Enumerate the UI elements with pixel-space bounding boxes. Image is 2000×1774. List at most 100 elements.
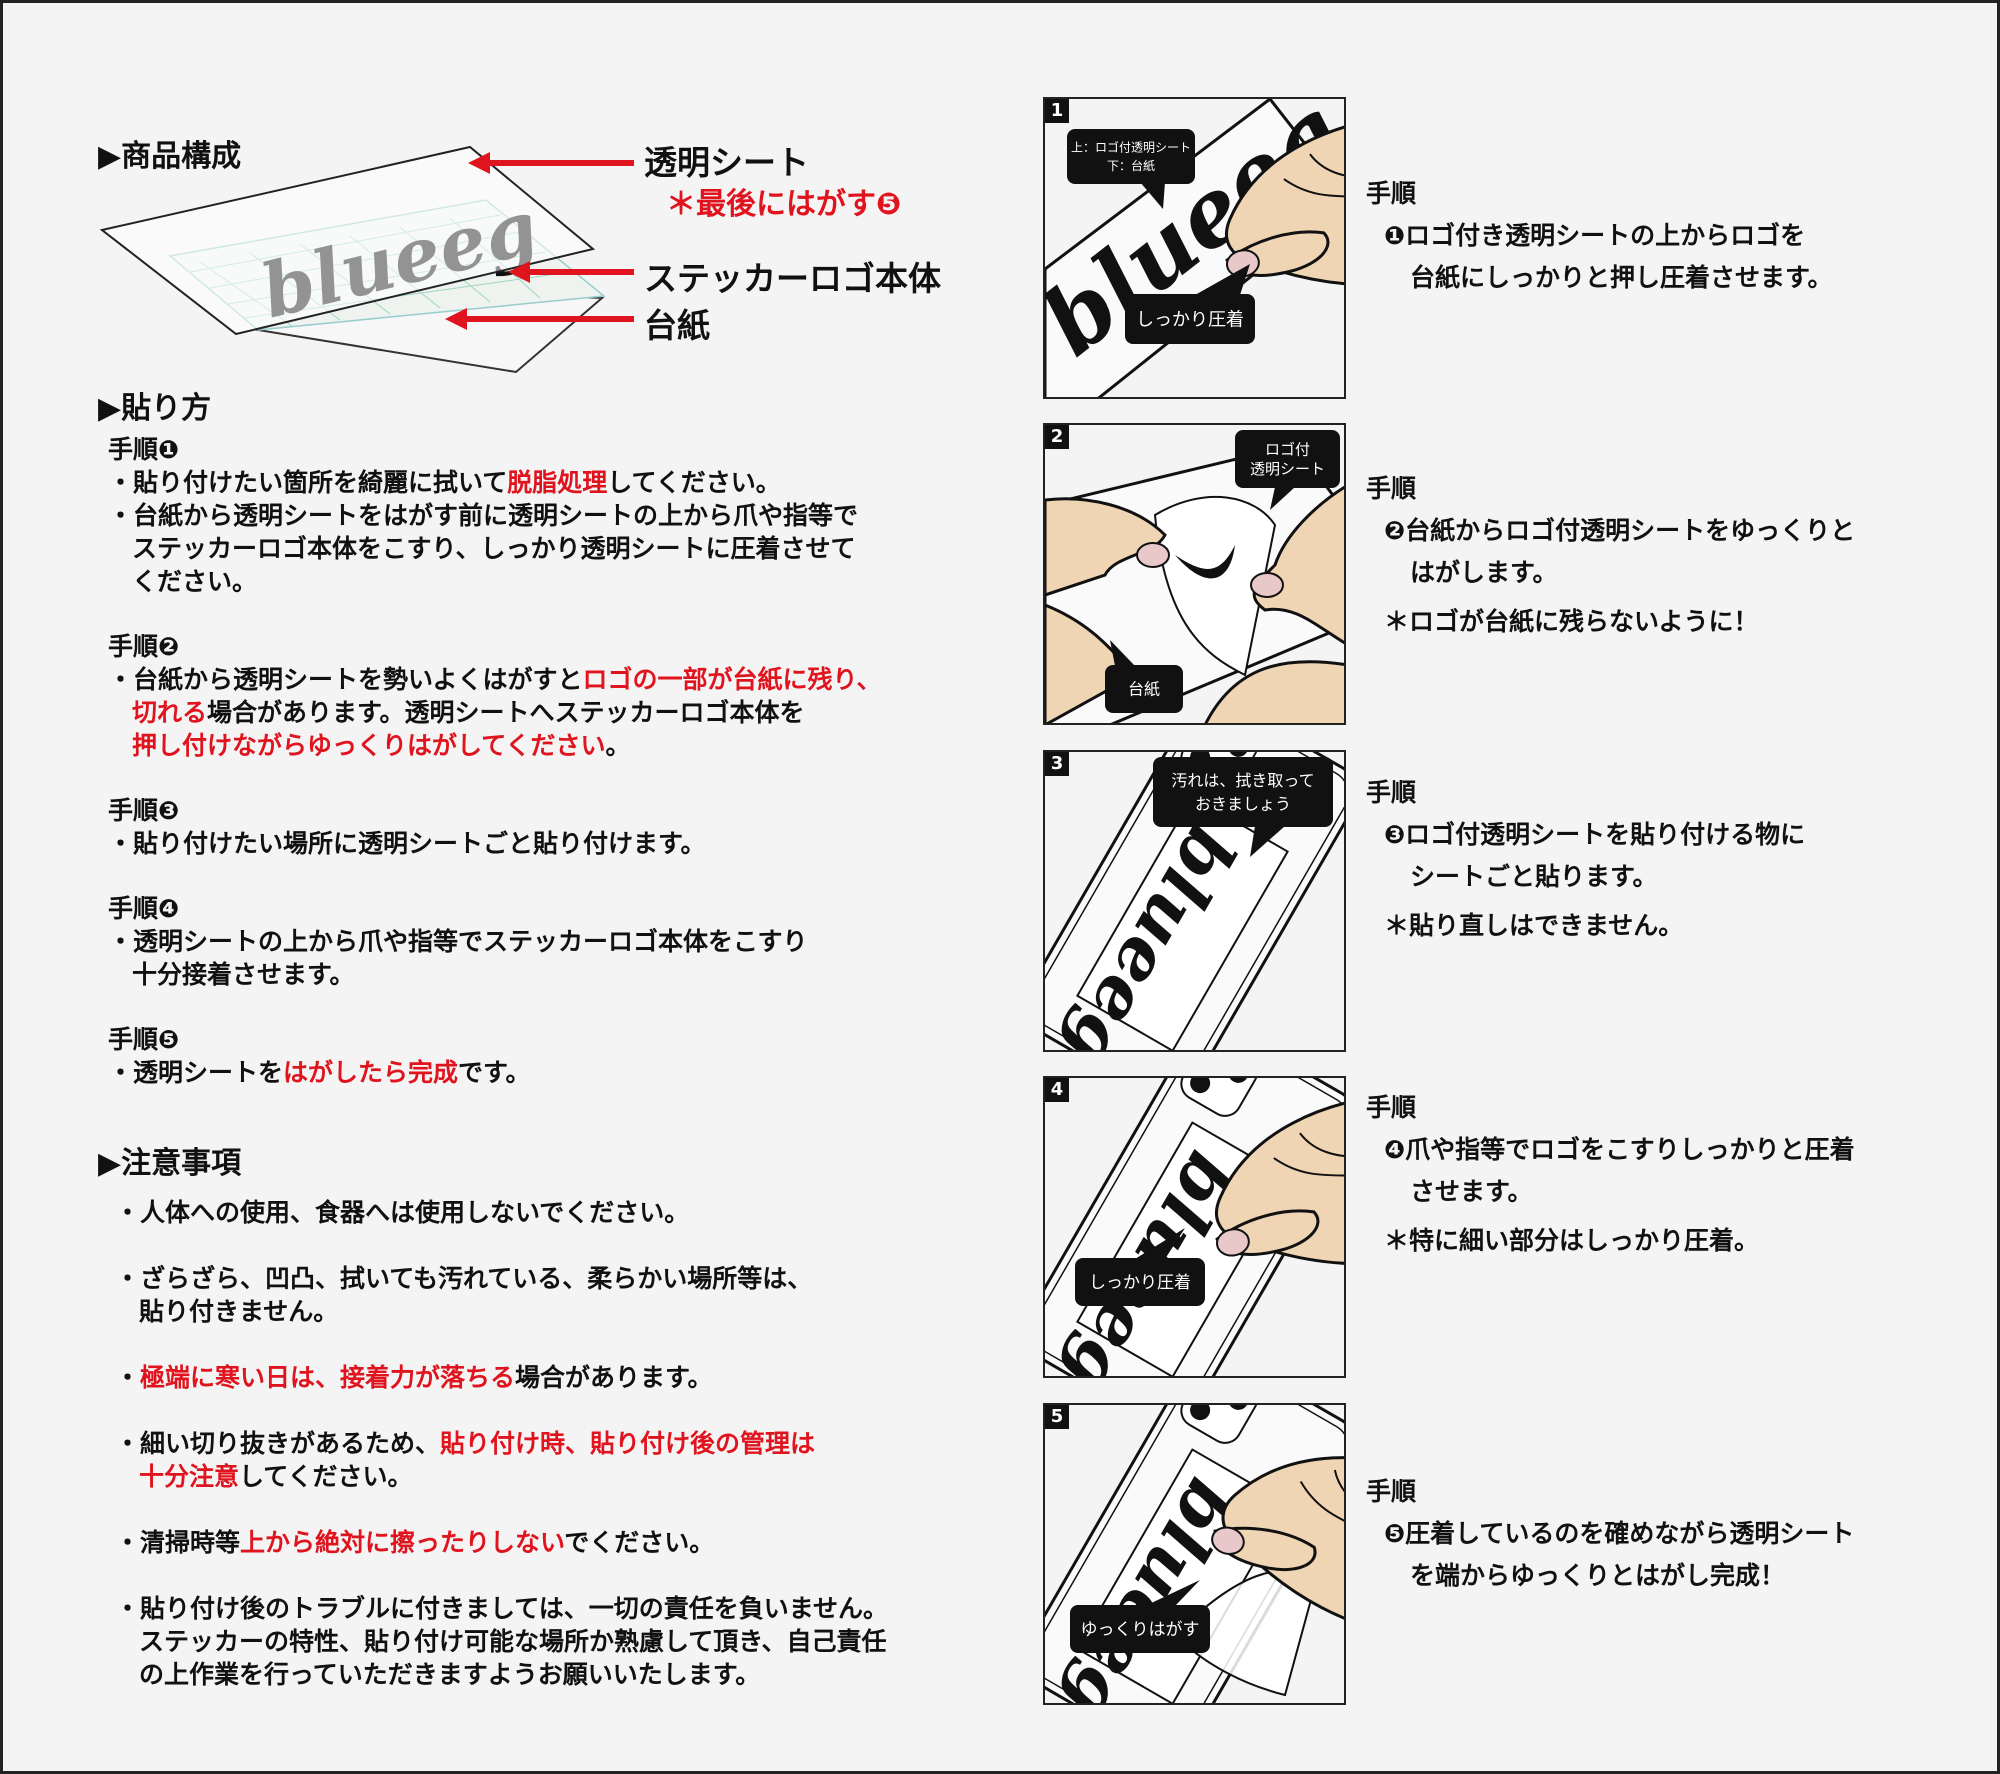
logo-fragment: [1175, 545, 1235, 579]
highlight-text: 貼り付け時、貼り付け後の管理は: [440, 1429, 816, 1458]
text-segment: してください。: [607, 468, 781, 497]
text-segment: ・貼り付けたい場所に透明シートごと貼り付けます。: [108, 829, 706, 858]
text-line: ・清掃時等上から絶対に擦ったりしないでください。: [115, 1526, 995, 1559]
text-segment: ・透明シートの上から爪や指等でステッカーロゴ本体をこすり: [108, 927, 808, 956]
step-text-line: シートごと貼ります。: [1410, 862, 1658, 891]
text-segment: ください。: [132, 567, 258, 596]
step-text-line: ❸ロゴ付透明シートを貼り付ける物に: [1384, 820, 1806, 849]
text-line: ・台紙から透明シートを勢いよくはがすとロゴの一部が台紙に残り、: [108, 663, 988, 696]
bubble-text: 汚れは、拭き取って: [1171, 771, 1314, 790]
apply-step-1: 手順❶・貼り付けたい箇所を綺麗に拭いて脱脂処理してください。・台紙から透明シート…: [108, 433, 988, 598]
label-arrows: [445, 152, 634, 330]
step-panel-4: blueeg しっかり圧着 4: [1043, 1076, 1346, 1378]
text-segment: 場合があります。: [515, 1363, 713, 1392]
camera-icon: [1180, 1405, 1259, 1444]
step-heading: 手順: [1366, 474, 1417, 503]
text-line: ・ざらざら、凹凸、拭いても汚れている、柔らかい場所等は、: [115, 1262, 995, 1295]
left-hand-illustration: [1045, 497, 1170, 723]
hand-illustration: [1215, 1092, 1344, 1266]
step-panel-2: ロゴ付透明シート台紙 2: [1043, 423, 1346, 725]
step-heading: 手順❷: [108, 632, 180, 661]
panel-illustration: blueeg ゆっくりはがす: [1045, 1405, 1344, 1703]
panel-number: 2: [1045, 425, 1069, 449]
text-segment: ・台紙から透明シートをはがす前に透明シートの上から爪や指等で: [108, 501, 859, 530]
camera-icon: [1180, 1078, 1259, 1117]
step-heading: 手順❸: [108, 796, 180, 825]
text-line: ・透明シートの上から爪や指等でステッカーロゴ本体をこすり: [108, 925, 988, 958]
text-segment: ・: [115, 1363, 141, 1392]
step-text-line: ❶ロゴ付き透明シートの上からロゴを: [1384, 221, 1806, 250]
caution-item: ・極端に寒い日は、接着力が落ちる場合があります。: [115, 1361, 995, 1394]
step-heading: 手順: [1366, 1477, 1417, 1506]
apply-step-3: 手順❸ ・貼り付けたい場所に透明シートごと貼り付けます。: [108, 794, 988, 860]
text-segment: ・細い切り抜きがあるため、: [115, 1429, 441, 1458]
text-segment: ステッカーの特性、貼り付け可能な場所か熟慮して頂き、自己責任: [139, 1627, 887, 1656]
apply-step-4: 手順❹ ・透明シートの上から爪や指等でステッカーロゴ本体をこすり十分接着させます。: [108, 892, 988, 991]
hand-illustration: [1225, 113, 1344, 287]
step-panel-5: blueeg ゆっくりはがす 5: [1043, 1403, 1346, 1705]
text-line: ・透明シートをはがしたら完成です。: [108, 1056, 988, 1089]
bubble-text: 台紙: [1128, 680, 1160, 699]
text-segment: ・台紙から透明シートを勢いよくはがすと: [108, 665, 583, 694]
bubble-text: 上：ロゴ付透明シート: [1071, 140, 1191, 155]
apply-step-5: 手順❺・透明シートをはがしたら完成です。: [108, 1023, 988, 1089]
text-line: ステッカーの特性、貼り付け可能な場所か熟慮して頂き、自己責任: [115, 1625, 995, 1658]
speech-bubble: 台紙: [1105, 640, 1183, 713]
text-line: ・極端に寒い日は、接着力が落ちる場合があります。: [115, 1361, 995, 1394]
panel-number: 3: [1045, 752, 1069, 776]
text-segment: の上作業を行っていただきますようお願いいたします。: [139, 1660, 761, 1689]
peeled-sheet: [1153, 495, 1277, 677]
text-line: 貼り付きません。: [115, 1295, 995, 1328]
step-text-line: ❺圧着しているのを確めながら透明シート: [1384, 1519, 1855, 1548]
step-heading: 手順❹: [108, 894, 180, 923]
label-transparent-sheet: 透明シート: [644, 143, 809, 182]
bubble-text: しっかり圧着: [1136, 309, 1244, 330]
caution-list: ・人体への使用、食器へは使用しないでください。・ざらざら、凹凸、拭いても汚れてい…: [115, 1196, 995, 1724]
caution-item: ・貼り付け後のトラブルに付きましては、一切の責任を負いません。ステッカーの特性、…: [115, 1592, 995, 1691]
caution-item: ・清掃時等上から絶対に擦ったりしないでください。: [115, 1526, 995, 1559]
speech-bubble: しっかり圧着: [1125, 264, 1255, 344]
text-segment: ・ざらざら、凹凸、拭いても汚れている、柔らかい場所等は、: [115, 1264, 813, 1293]
text-segment: 十分接着させます。: [132, 960, 355, 989]
bubble-text: ロゴ付: [1265, 441, 1310, 459]
step-note: ＊特に細い部分はしっかり圧着。: [1384, 1226, 1760, 1255]
highlight-text: 上から絶対に擦ったりしない: [240, 1528, 565, 1557]
panel-number: 4: [1045, 1078, 1069, 1102]
text-line: ・人体への使用、食器へは使用しないでください。: [115, 1196, 995, 1229]
step-text-line: ❹爪や指等でロゴをこすりしっかりと圧着: [1384, 1135, 1855, 1164]
step-text-line: 台紙にしっかりと押し圧着させます。: [1410, 263, 1833, 292]
step-note: ＊貼り直しはできません。: [1384, 911, 1684, 940]
text-line: 十分接着させます。: [108, 958, 988, 991]
text-segment: ステッカーロゴ本体をこすり、しっかり透明シートに圧着させて: [132, 534, 856, 563]
panel-illustration: blueeg しっかり圧着: [1045, 1078, 1344, 1376]
bubble-text: 下：台紙: [1107, 158, 1155, 173]
text-line: 十分注意してください。: [115, 1460, 995, 1493]
text-line: ・貼り付け後のトラブルに付きましては、一切の責任を負いません。: [115, 1592, 995, 1625]
highlight-text: 切れる: [132, 698, 208, 727]
text-line: 押し付けながらゆっくりはがしてください。: [108, 729, 988, 762]
product-diagram: blueeg: [99, 145, 634, 374]
label-sticker-logo: ステッカーロゴ本体: [644, 259, 941, 298]
step-description-5: 手順 ❺圧着しているのを確めながら透明シートを端からゆっくりとはがし完成！: [1366, 1471, 1854, 1597]
bubble-text: ゆっくりはがす: [1081, 1620, 1200, 1640]
step-note: ＊ロゴが台紙に残らないように！: [1384, 607, 1759, 636]
label-peel-last-note: ＊最後にはがす❺: [666, 187, 902, 222]
bubble-text: おきましょう: [1195, 794, 1291, 813]
text-segment: ・清掃時等: [115, 1528, 241, 1557]
speech-bubble: しっかり圧着: [1075, 1228, 1205, 1306]
step-text-line: ❷台紙からロゴ付透明シートをゆっくりと: [1384, 516, 1856, 545]
step-panel-1: blueeg 上：ロゴ付透明シート下：台紙しっかり圧着 1: [1043, 97, 1346, 399]
text-line: ・細い切り抜きがあるため、貼り付け時、貼り付け後の管理は: [115, 1427, 995, 1460]
step-text-line: を端からゆっくりとはがし完成！: [1410, 1561, 1786, 1590]
step-heading: 手順❺: [108, 1025, 180, 1054]
text-segment: ・貼り付け後のトラブルに付きましては、一切の責任を負いません。: [115, 1594, 889, 1623]
apply-step-2: 手順❷・台紙から透明シートを勢いよくはがすとロゴの一部が台紙に残り、切れる場合が…: [108, 630, 988, 762]
caution-item: ・ざらざら、凹凸、拭いても汚れている、柔らかい場所等は、貼り付きません。: [115, 1262, 995, 1328]
apply-heading: ▶貼り方: [98, 391, 212, 426]
product-heading: ▶商品構成: [98, 139, 242, 174]
